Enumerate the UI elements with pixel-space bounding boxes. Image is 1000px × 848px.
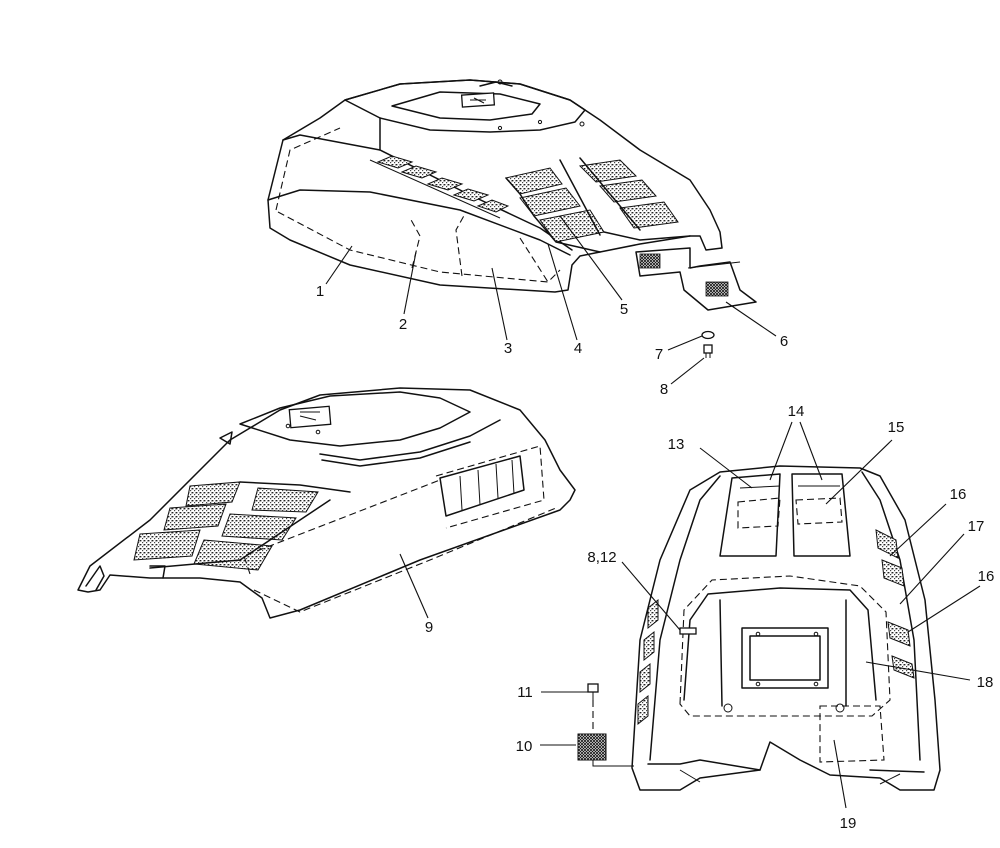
callout-13: 13	[668, 436, 685, 453]
callout-7: 7	[655, 346, 663, 363]
callout-11: 11	[517, 684, 533, 701]
callout-16-upper: 16	[950, 486, 967, 503]
callout-2: 2	[399, 316, 407, 333]
callout-3: 3	[504, 340, 512, 357]
hood-rear-view	[77, 387, 576, 619]
callout-14: 14	[788, 403, 805, 420]
callout-6: 6	[780, 333, 788, 350]
callout-10: 10	[516, 738, 533, 755]
callout-8-12: 8,12	[587, 549, 616, 566]
callout-9: 9	[425, 619, 433, 636]
hood-top-view	[267, 79, 757, 358]
callout-1: 1	[316, 283, 324, 300]
callout-labels: 1 2 3 4 5 6 7 8 9 10 11 8,12 13 14 15 16…	[316, 283, 995, 832]
hood-underside-view	[577, 465, 941, 791]
callout-4: 4	[574, 340, 582, 357]
callout-5: 5	[620, 301, 628, 318]
callout-8: 8	[660, 381, 668, 398]
callout-18: 18	[977, 674, 994, 691]
callout-15: 15	[888, 419, 905, 436]
callout-19: 19	[840, 815, 857, 832]
callout-17: 17	[968, 518, 985, 535]
leader-lines	[325, 215, 981, 809]
callout-16-lower: 16	[978, 568, 995, 585]
